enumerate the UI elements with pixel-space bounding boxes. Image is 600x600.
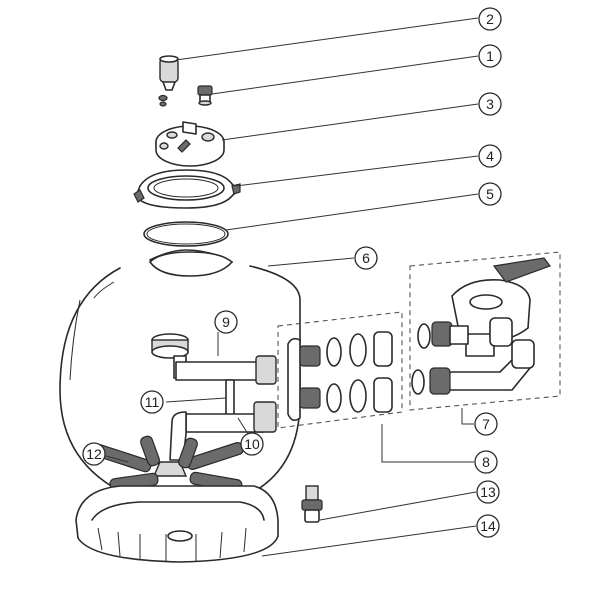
callout-1: 1	[478, 44, 502, 68]
callout-1-label: 1	[486, 48, 494, 64]
leader-lines	[105, 17, 479, 557]
callout-2: 2	[478, 7, 502, 31]
callout-14-label: 14	[480, 518, 496, 534]
part-1-air-release-valve	[197, 85, 213, 106]
callout-6-label: 6	[362, 250, 370, 266]
callout-13: 13	[476, 480, 500, 504]
part-14-base	[75, 485, 279, 563]
callout-12: 12	[82, 442, 106, 466]
callout-8-label: 8	[482, 454, 490, 470]
part-3-filter-lid	[155, 121, 225, 167]
callout-13-label: 13	[480, 484, 496, 500]
callout-11: 11	[140, 390, 164, 414]
callout-5-label: 5	[486, 186, 494, 202]
callout-7: 7	[474, 412, 498, 436]
part-9-upper-pipe-with-diffuser	[151, 333, 277, 385]
callout-6: 6	[354, 246, 378, 270]
callout-10: 10	[240, 432, 264, 456]
part-13-drain-plug	[301, 485, 323, 523]
callout-3-label: 3	[486, 96, 494, 112]
callout-7-label: 7	[482, 416, 490, 432]
callout-12-label: 12	[86, 446, 102, 462]
part-7-multiport-valve	[409, 251, 561, 411]
part-12-laterals	[92, 435, 244, 513]
callout-2-label: 2	[486, 11, 494, 27]
callout-14: 14	[476, 514, 500, 538]
callout-5: 5	[478, 182, 502, 206]
callout-8: 8	[474, 450, 498, 474]
callout-9-label: 9	[222, 314, 230, 330]
part-6-filter-tank	[59, 249, 301, 503]
callout-11-label: 11	[145, 394, 160, 410]
part-2-vent-knob	[158, 55, 179, 107]
callout-10-label: 10	[244, 436, 260, 452]
callout-9: 9	[214, 310, 238, 334]
callout-3: 3	[478, 92, 502, 116]
part-4-clamp-ring	[133, 169, 241, 209]
part-8-union-fittings	[277, 311, 403, 429]
callout-4: 4	[478, 144, 502, 168]
callout-4-label: 4	[486, 148, 494, 164]
part-5-o-ring	[143, 221, 229, 247]
